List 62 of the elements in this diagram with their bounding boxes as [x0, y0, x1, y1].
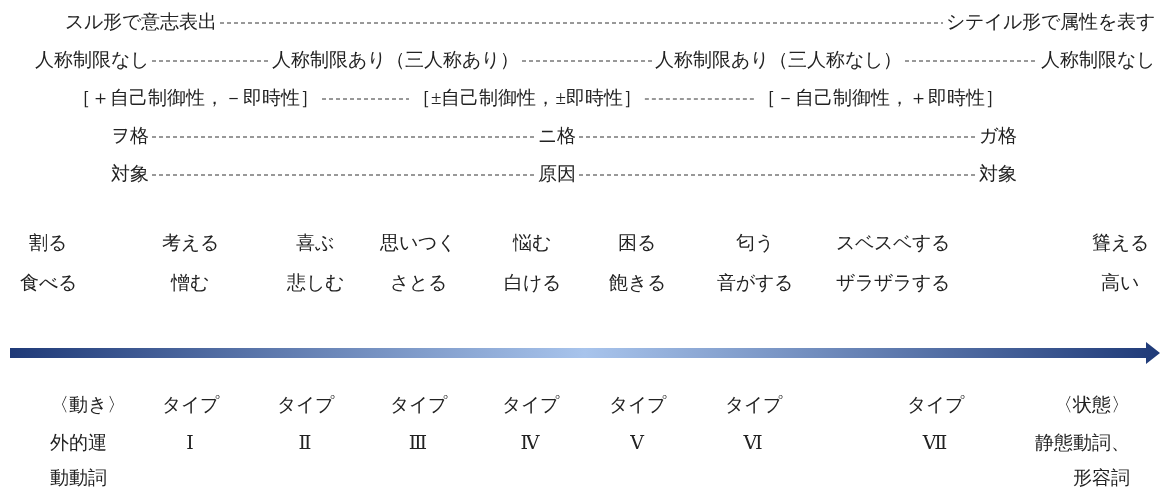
verb-example: 割る — [29, 231, 67, 255]
verb-example: 考える — [161, 231, 219, 255]
scale-term: 人称制限なし — [35, 48, 149, 72]
scale-term: 人称制限あり（三人称あり） — [272, 48, 519, 72]
type-label: タイプ — [724, 393, 782, 417]
scale-term: ［－自己制御性，＋即時性］ — [757, 86, 1004, 110]
verb-example: 白ける — [503, 271, 561, 295]
type-label: 形容詞 — [1073, 466, 1130, 490]
scale-term: 人称制限あり（三人称なし） — [655, 48, 902, 72]
scale-term: スル形で意志表出 — [65, 10, 217, 34]
dashed-connector — [578, 136, 977, 138]
dashed-connector — [151, 136, 536, 138]
dashed-connector — [151, 60, 270, 62]
verb-example: 高い — [1101, 271, 1139, 295]
type-label: Ⅳ — [520, 431, 540, 455]
type-label: 〈動き〉 — [50, 393, 126, 417]
dashed-connector — [151, 174, 536, 176]
verb-example: 喜ぶ — [296, 231, 334, 255]
scale-term: ヲ格 — [111, 124, 149, 148]
type-label: タイプ — [389, 393, 447, 417]
verb-example: 悲しむ — [286, 271, 344, 295]
type-label: Ⅲ — [408, 431, 428, 455]
scale-term: 対象 — [111, 162, 149, 186]
verb-example: 思いつく — [380, 231, 456, 255]
scale-term: ガ格 — [979, 124, 1017, 148]
type-label: Ⅰ — [186, 431, 194, 455]
scale-term: ニ格 — [538, 124, 576, 148]
dashed-connector — [321, 98, 410, 100]
dashed-connector — [578, 174, 977, 176]
dashed-connector — [219, 22, 944, 24]
verb-example: さとる — [389, 271, 447, 295]
verb-example: 憎む — [171, 271, 209, 295]
verb-example: ザラザラする — [836, 271, 950, 295]
verb-example: 食べる — [19, 271, 77, 295]
dashed-connector — [644, 98, 755, 100]
scale-term: ［±自己制御性，±即時性］ — [412, 86, 642, 110]
type-label: 動動詞 — [50, 466, 107, 490]
type-label: タイプ — [906, 393, 964, 417]
verb-example: 悩む — [513, 231, 551, 255]
verb-example: 困る — [618, 231, 656, 255]
verb-example: 聳える — [1091, 231, 1149, 255]
verb-example: スベスベする — [836, 231, 950, 255]
type-label: Ⅴ — [630, 431, 644, 455]
scale-term: 原因 — [538, 162, 576, 186]
type-label: 外的運 — [50, 431, 107, 455]
type-label: タイプ — [608, 393, 666, 417]
verb-example: 匂う — [736, 231, 774, 255]
type-label: 静態動詞、 — [1035, 431, 1130, 455]
scale-term: 対象 — [979, 162, 1017, 186]
scale-term: シテイル形で属性を表す — [946, 10, 1155, 34]
scale-term: ［＋自己制御性，－即時性］ — [72, 86, 319, 110]
verb-example: 音がする — [717, 271, 793, 295]
type-label: Ⅶ — [922, 431, 948, 455]
dashed-connector — [521, 60, 653, 62]
type-label: タイプ — [501, 393, 559, 417]
type-label: 〈状態〉 — [1054, 393, 1130, 417]
verb-example: 飽きる — [608, 271, 666, 295]
type-label: タイプ — [276, 393, 334, 417]
type-label: Ⅵ — [743, 431, 763, 455]
type-label: タイプ — [161, 393, 219, 417]
scale-term: 人称制限なし — [1041, 48, 1155, 72]
type-label: Ⅱ — [298, 431, 312, 455]
